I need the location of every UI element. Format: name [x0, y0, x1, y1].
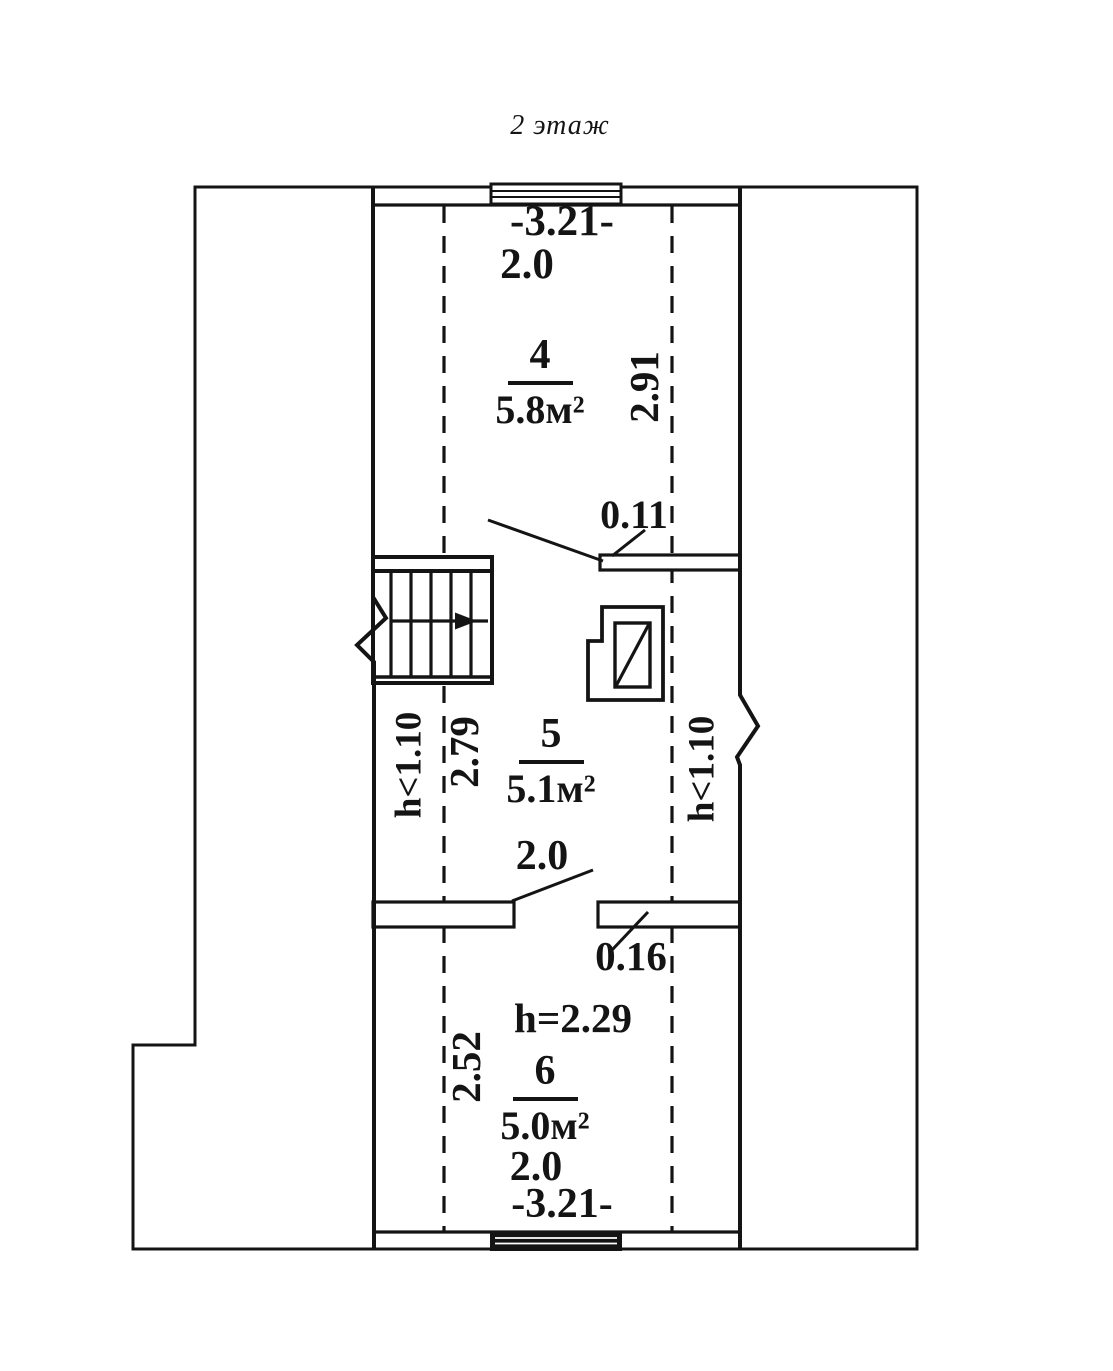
outer-wall-boundary: [131, 185, 919, 1251]
room-5-label: 5 5.1м²: [492, 713, 610, 809]
left-height-limit-label: h<1.10: [388, 711, 429, 819]
wall-mid-left: [371, 900, 516, 929]
bottom-elevation-label: -3.21-: [511, 1181, 613, 1227]
wall-offset-0-11-label: 0.11: [600, 492, 668, 537]
wall-offset-0-16-label: 0.16: [595, 933, 667, 979]
ceiling-height-label: h=2.29: [514, 995, 632, 1041]
bottom-door-width-label: 2.0: [509, 1144, 563, 1190]
window-symbol-top: [489, 182, 623, 206]
room-6-number: 6: [512, 1050, 578, 1101]
wall-mid-right: [596, 900, 742, 929]
right-height-limit-label: h<1.10: [681, 715, 722, 823]
chimney-flue-symbol: [586, 605, 665, 702]
floor-title: 2 этаж: [510, 110, 610, 141]
depth-2-52-label: 2.52: [442, 1031, 489, 1103]
leader-0-16: [610, 910, 650, 952]
depth-2-91-label: 2.91: [620, 351, 667, 423]
room-4-number: 4: [507, 334, 573, 385]
room-5-number: 5: [518, 713, 584, 764]
stair-direction-arrow: [390, 612, 488, 630]
staircase-symbol: [371, 555, 494, 685]
middle-door-width-label: 2.0: [515, 833, 569, 879]
room-4-area: 5.8м²: [495, 387, 585, 432]
door-swing-line-middle: [511, 868, 594, 903]
door-and-leader-lines: [487, 518, 650, 952]
room-6-label: 6 5.0м²: [485, 1050, 605, 1146]
wall-room4-bottom: [598, 553, 742, 572]
sloped-ceiling-dashed-lines: [442, 206, 674, 1231]
door-swing-line-upper: [487, 518, 604, 563]
room-5-area: 5.1м²: [506, 766, 596, 811]
top-elevation-label: -3.21-: [510, 198, 614, 245]
top-door-width-label: 2.0: [500, 241, 554, 288]
leader-0-11: [611, 528, 646, 558]
room-4-label: 4 5.8м²: [480, 334, 600, 430]
stair-treads: [389, 571, 473, 677]
inner-wall-left-with-break-icon: [354, 187, 389, 1249]
room-6-area: 5.0м²: [500, 1103, 590, 1148]
depth-2-79-label: 2.79: [440, 716, 487, 788]
window-symbol-bottom: [490, 1232, 622, 1251]
inner-wall-right-with-break-icon: [734, 187, 761, 1249]
